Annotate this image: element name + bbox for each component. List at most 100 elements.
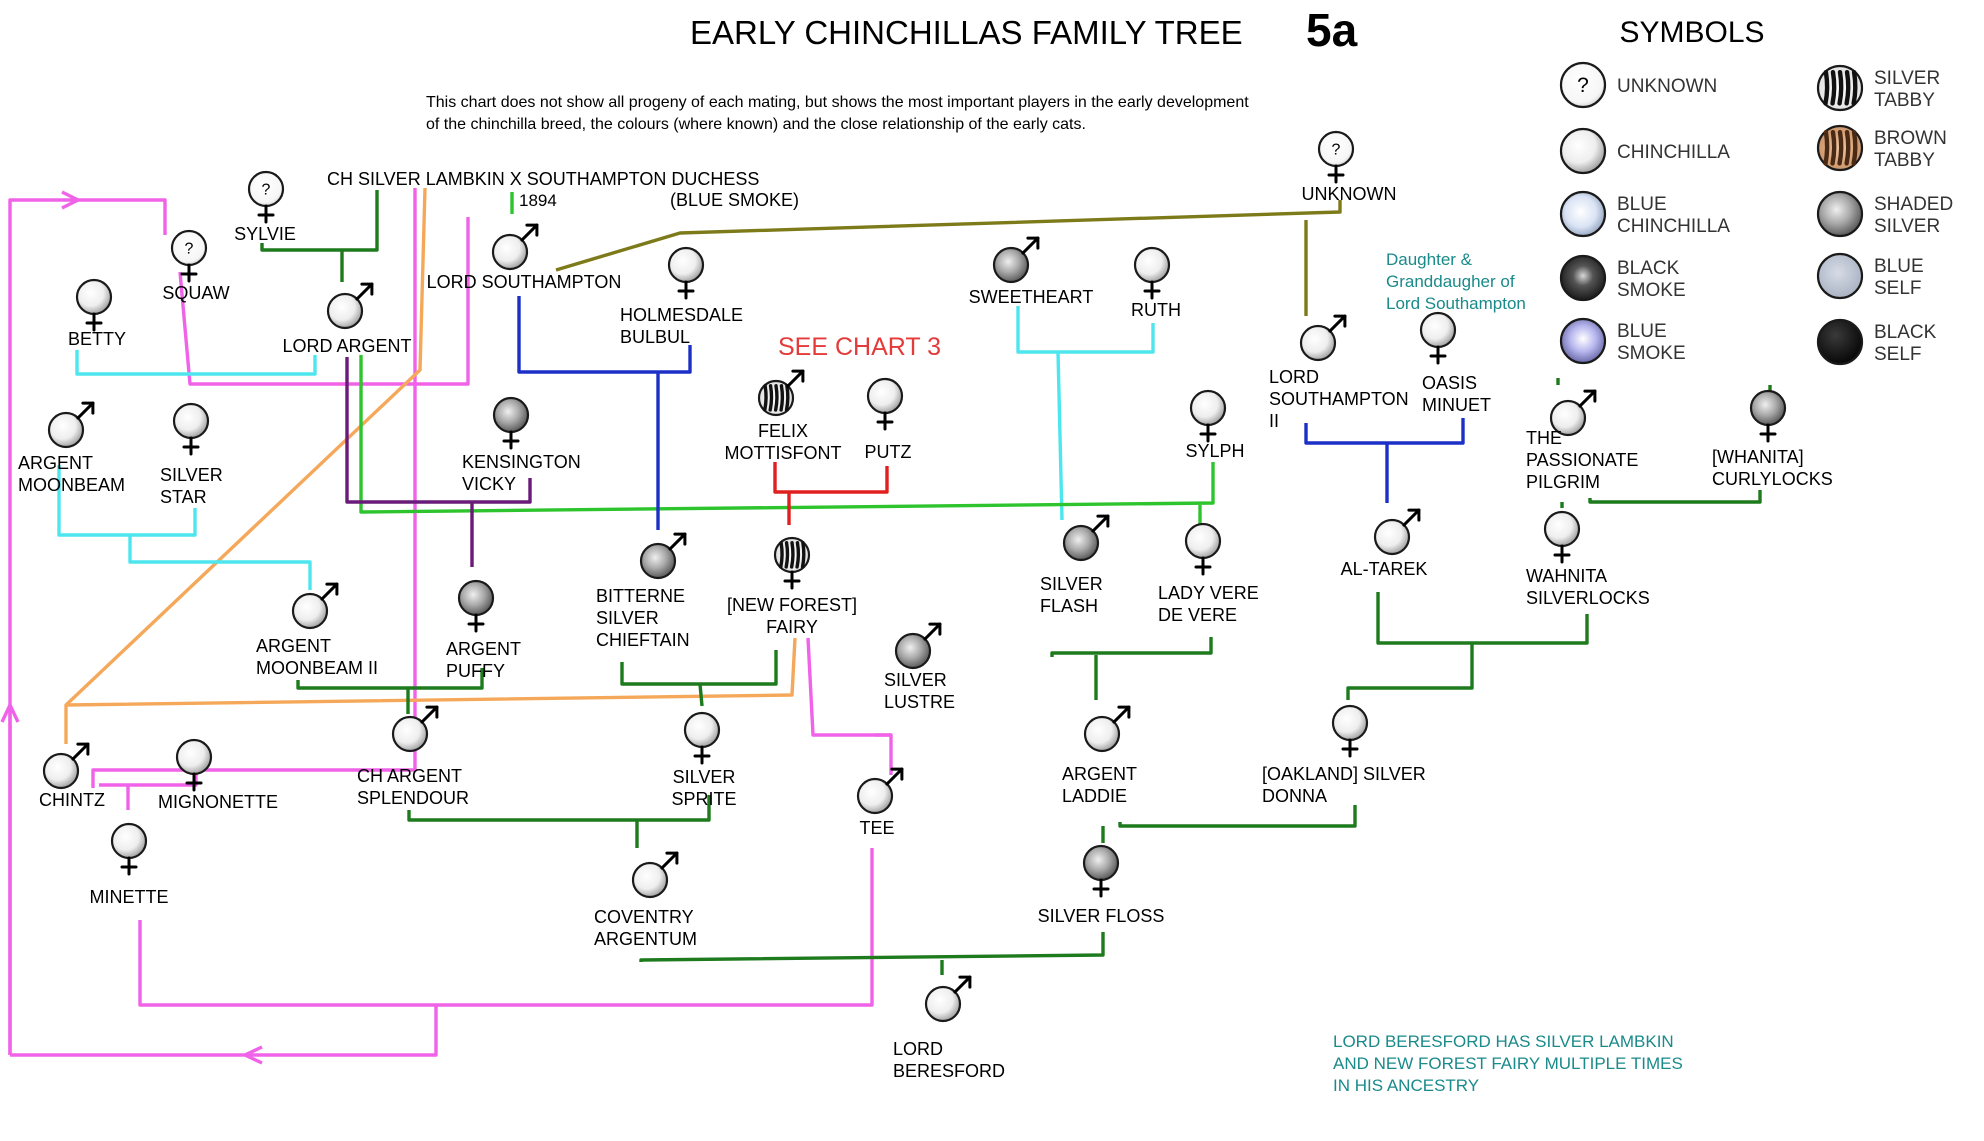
cat-node-sylph: SYLPH (1185, 389, 1245, 461)
cat-node-curlylocks: [WHANITA]CURLYLOCKS (1712, 389, 1833, 489)
cat-name-argent-moonbeam: MOONBEAM (18, 475, 125, 495)
male-symbol-icon (1402, 508, 1421, 527)
cat-node-putz: PUTZ (865, 377, 912, 462)
cat-name-silver-sprite: SILVER (673, 767, 736, 787)
shaded-silver-icon (457, 579, 495, 617)
chinchilla-icon (491, 233, 529, 271)
chart-number: 5a (1306, 4, 1358, 56)
cat-node-chintz: CHINTZ (39, 742, 105, 810)
magenta-connector-line (61, 190, 80, 210)
cat-node-lord-argent: LORD ARGENT (282, 282, 412, 356)
legend-label: BROWN (1874, 128, 1947, 149)
male-symbol-icon (76, 401, 95, 420)
male-symbol-icon (71, 742, 90, 761)
female-symbol-icon (120, 856, 138, 876)
cat-node-betty: BETTY (68, 278, 126, 349)
black-smoke-icon (1559, 254, 1607, 302)
blue-smoke-icon (1559, 317, 1607, 365)
shaded-silver-icon (639, 542, 677, 580)
cat-name-argent-moonbeam-ii: ARGENT (256, 636, 331, 656)
magenta-connector-line (0, 703, 20, 723)
female-symbol-icon (1327, 164, 1345, 184)
unknown-icon: ? (170, 229, 208, 267)
dark-green-connector-line (1346, 643, 1474, 700)
chinchilla-icon (291, 592, 329, 630)
legend-label: CHINCHILLA (1617, 216, 1730, 237)
cat-name-oasis-minuet: OASIS (1422, 373, 1477, 393)
legend-label: CHINCHILLA (1617, 142, 1730, 163)
cat-name-silver-sprite: SPRITE (671, 789, 736, 809)
cat-name-felix-mottisfont: MOTTISFONT (725, 443, 842, 463)
cat-name-coventry-argentum: ARGENTUM (594, 929, 697, 949)
chinchilla-icon (1419, 311, 1457, 349)
cat-name-argent-moonbeam-ii: MOONBEAM II (256, 658, 378, 678)
cat-name-mignonette: MIGNONETTE (158, 792, 278, 812)
dark-green-connector-line (1376, 592, 1589, 645)
cat-name-sylph: SYLPH (1185, 441, 1244, 461)
daughter-note: Daughter & (1386, 250, 1473, 269)
chinchilla-icon (667, 246, 705, 284)
cat-name-oasis-minuet: MINUET (1422, 395, 1491, 415)
chinchilla-icon (172, 402, 210, 440)
male-symbol-icon (1091, 514, 1110, 533)
orange-connector-line (65, 637, 797, 707)
cat-name-lord-argent: LORD ARGENT (282, 336, 411, 356)
legend-label: BLACK (1874, 322, 1937, 343)
year-label: 1894 (519, 191, 557, 210)
cat-name-kensington-vicky: VICKY (462, 474, 516, 494)
blue-self-icon (1816, 252, 1864, 300)
cat-name-tee: TEE (859, 818, 894, 838)
dark-green-connector-line (296, 668, 484, 690)
daughter-note: Granddaugher of (1386, 272, 1515, 291)
female-symbol-icon (1341, 738, 1359, 758)
cat-node-sweetheart: SWEETHEART (969, 236, 1093, 307)
brown-tabby-icon (1816, 124, 1864, 172)
legend-label: SMOKE (1617, 280, 1686, 301)
cat-name-silver-star: STAR (160, 487, 207, 507)
cat-node-minette: MINETTE (90, 822, 169, 907)
dark-green-connector-line (620, 650, 778, 686)
male-symbol-icon (786, 369, 805, 388)
cat-name-silver-flash: FLASH (1040, 596, 1098, 616)
see-chart-note: SEE CHART 3 (778, 333, 941, 361)
female-symbol-icon (1759, 423, 1777, 443)
male-symbol-icon (320, 582, 339, 601)
cat-name-ch-argent-splendour: SPLENDOUR (357, 788, 469, 808)
cat-name-lord-beresford: BERESFORD (893, 1061, 1005, 1081)
unknown-icon: ? (1559, 61, 1607, 109)
cat-name-al-tarek: AL-TAREK (1341, 559, 1428, 579)
cat-name-silver-floss: SILVER FLOSS (1038, 906, 1165, 926)
silver-tabby-icon (773, 536, 811, 574)
black-self-icon (1816, 318, 1864, 366)
dark-green-connector-line (1588, 490, 1762, 504)
chinchilla-icon (1559, 127, 1607, 175)
question-mark-icon: ? (262, 181, 271, 198)
unknown-icon: ? (247, 170, 285, 208)
cat-name-lord-southampton: LORD SOUTHAMPTON (427, 272, 622, 292)
legend-label: SILVER (1874, 68, 1940, 89)
female-symbol-icon (502, 430, 520, 450)
cat-name-oakland-donna: DONNA (1262, 786, 1327, 806)
male-symbol-icon (1578, 389, 1597, 408)
olive-connector-line (555, 200, 1342, 272)
cat-node-al-tarek: AL-TAREK (1341, 508, 1428, 579)
magenta-connector-line (10, 920, 438, 1057)
beresford-note: IN HIS ANCESTRY (1333, 1076, 1479, 1095)
male-symbol-icon (660, 851, 679, 870)
legend-label: UNKNOWN (1617, 76, 1717, 97)
cat-name-bitterne: SILVER (596, 608, 659, 628)
unknown-icon: ? (1317, 130, 1355, 168)
